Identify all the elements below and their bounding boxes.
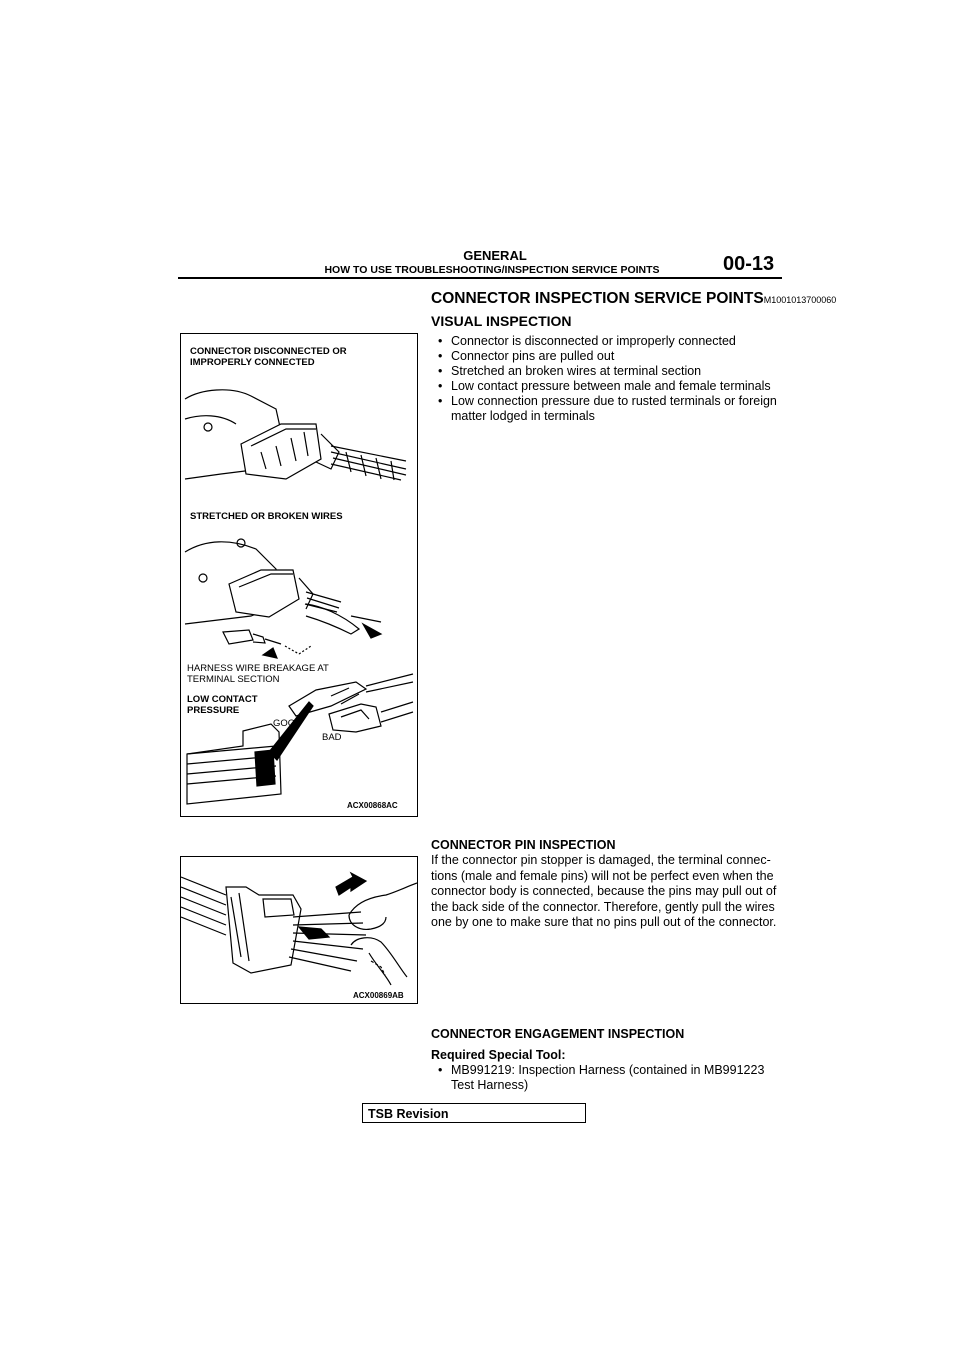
header-rule (178, 277, 782, 279)
page-number: 00-13 (723, 253, 775, 275)
engagement-heading: CONNECTOR ENGAGEMENT INSPECTION (431, 1027, 685, 1041)
pin-pull-drawing (181, 871, 417, 986)
label-low-contact: LOW CONTACT PRESSURE (187, 694, 258, 716)
tool-list: MB991219: Inspection Harness (contained … (431, 1063, 781, 1093)
header-section: GENERAL (463, 248, 527, 263)
page-title-text: CONNECTOR INSPECTION SERVICE POINTS (431, 290, 764, 307)
list-item: Connector is disconnected or improperly … (431, 334, 791, 349)
title-code: M1001013700060 (763, 295, 837, 305)
pin-inspection-figure: ACX00869AB (180, 856, 418, 1004)
tsb-revision-box: TSB Revision (362, 1103, 586, 1123)
label-stretched: STRETCHED OR BROKEN WIRES (190, 511, 343, 522)
list-item: Connector pins are pulled out (431, 349, 791, 364)
required-tool-label: Required Special Tool: (431, 1048, 566, 1062)
connector-faults-drawing (184, 389, 414, 805)
figure-code: ACX00869AB (353, 991, 404, 1000)
label-good: GOOD (273, 718, 303, 729)
header-subsection: HOW TO USE TROUBLESHOOTING/INSPECTION SE… (324, 264, 660, 276)
list-item: Low contact pressure between male and fe… (431, 379, 791, 394)
pin-inspection-body: If the connector pin stopper is damaged,… (431, 853, 777, 929)
pin-inspection-heading: CONNECTOR PIN INSPECTION (431, 838, 616, 852)
list-item: Low connection pressure due to rusted te… (431, 394, 791, 424)
list-item: MB991219: Inspection Harness (contained … (431, 1063, 781, 1093)
label-bad: BAD (322, 732, 342, 743)
label-harness: HARNESS WIRE BREAKAGE AT TERMINAL SECTIO… (187, 663, 329, 685)
visual-inspection-list: Connector is disconnected or improperly … (431, 334, 791, 424)
list-item: Stretched an broken wires at terminal se… (431, 364, 791, 379)
label-disconnected: CONNECTOR DISCONNECTED OR IMPROPERLY CON… (190, 346, 347, 368)
visual-inspection-heading: VISUAL INSPECTION (431, 313, 572, 329)
connector-faults-figure: CONNECTOR DISCONNECTED OR IMPROPERLY CON… (180, 333, 418, 817)
figure-code: ACX00868AC (347, 801, 398, 810)
page-title: CONNECTOR INSPECTION SERVICE POINTSM1001… (431, 290, 836, 308)
